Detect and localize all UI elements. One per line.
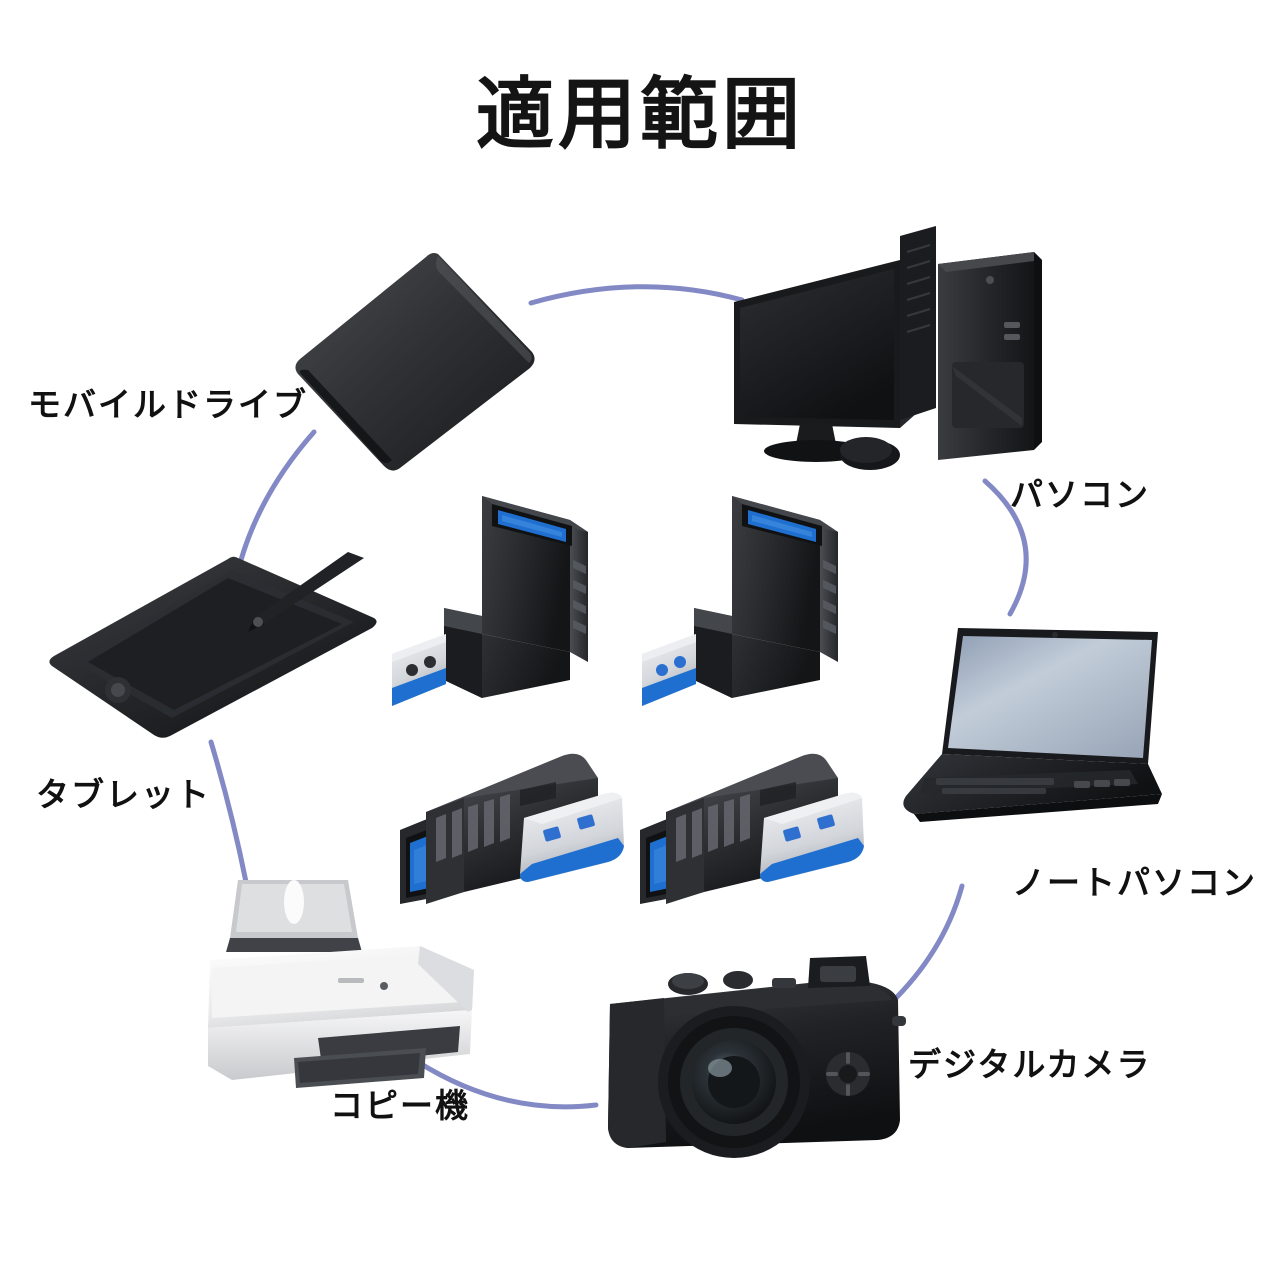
usb3-right-angle-adapter-icon bbox=[632, 484, 848, 730]
arc-copier-to-camera bbox=[415, 1059, 599, 1110]
graphics-tablet-icon bbox=[42, 540, 382, 760]
arc-tablet-to-copier bbox=[208, 739, 249, 885]
device-label-tablet: タブレット bbox=[36, 775, 211, 814]
device-label-digital-camera: デジタルカメラ bbox=[908, 1045, 1152, 1084]
printer-copier-icon bbox=[172, 852, 490, 1102]
arc-camera-to-laptop bbox=[886, 883, 965, 1008]
device-label-laptop: ノートパソコン bbox=[1012, 863, 1257, 902]
usb3-right-angle-adapter-icon bbox=[392, 742, 632, 922]
arc-tablet-to-drive bbox=[238, 429, 317, 563]
desktop-computer-icon bbox=[704, 212, 1056, 490]
external-hard-drive-icon bbox=[288, 246, 544, 478]
digital-camera-icon bbox=[592, 942, 912, 1164]
page-title: 適用範囲 bbox=[475, 70, 804, 160]
usb3-right-angle-adapter-icon bbox=[382, 484, 598, 730]
device-label-mobile-drive: モバイルドライブ bbox=[28, 385, 308, 424]
arc-drive-to-pc bbox=[528, 284, 745, 306]
device-label-desktop-pc: パソコン bbox=[1010, 475, 1150, 514]
arc-laptop-to-pc bbox=[982, 478, 1029, 617]
usb3-right-angle-adapter-icon bbox=[632, 742, 872, 922]
laptop-computer-icon bbox=[862, 618, 1182, 850]
device-label-copier: コピー機 bbox=[330, 1086, 470, 1125]
